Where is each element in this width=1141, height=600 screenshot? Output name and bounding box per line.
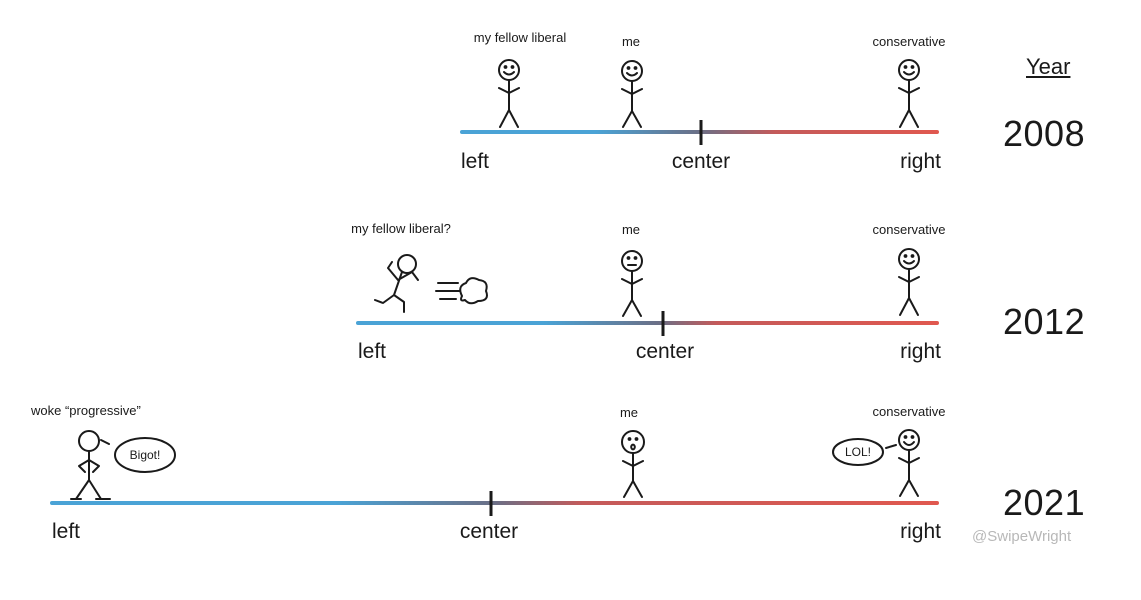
- speech-text-lol: LOL!: [844, 445, 872, 459]
- label-conservative-2012: conservative: [872, 222, 946, 237]
- label-liberal-2008: my fellow liberal: [473, 30, 567, 45]
- axis-left-2008: left: [461, 150, 490, 173]
- axis-center-2021: center: [459, 520, 519, 543]
- axis-left-2021: left: [52, 520, 81, 543]
- year-2012: 2012: [1003, 301, 1086, 342]
- stick-figure-conservative-2008: [898, 59, 920, 128]
- year-column-header: Year: [1026, 54, 1071, 79]
- label-conservative-2021: conservative: [872, 404, 946, 419]
- axis-left-2012: left: [358, 340, 387, 363]
- label-me-2012: me: [621, 222, 641, 237]
- speech-tail-bigot: [100, 439, 110, 445]
- speech-text-bigot: Bigot!: [129, 448, 161, 462]
- axis-right-2012: right: [900, 340, 941, 363]
- stick-figure-me-2021: [621, 430, 645, 498]
- running-stick-figure-2012: [374, 254, 419, 313]
- year-2021: 2021: [1003, 482, 1086, 523]
- label-liberal-2012: my fellow liberal?: [351, 221, 451, 236]
- stick-figure-progressive-2021: [70, 430, 111, 500]
- stick-figure-conservative-2012: [898, 248, 920, 316]
- stick-figure-liberal-2008: [498, 59, 520, 128]
- axis-right-2008: right: [900, 150, 941, 173]
- axis-center-2008: center: [671, 150, 731, 173]
- label-me-2008: me: [621, 34, 641, 49]
- watermark-credit: @SwipeWright: [972, 528, 1072, 545]
- dust-cloud-icon: [435, 277, 488, 305]
- label-conservative-2008: conservative: [872, 34, 946, 49]
- axis-right-2021: right: [900, 520, 941, 543]
- label-progressive-2021: woke “progressive”: [31, 403, 141, 418]
- stick-figure-conservative-2021: [898, 429, 920, 497]
- stick-figure-me-2012: [621, 250, 643, 317]
- speech-tail-lol: [885, 444, 897, 449]
- axis-center-2012: center: [635, 340, 695, 363]
- label-me-2021: me: [619, 405, 639, 420]
- speech-bubble-bigot: [114, 437, 176, 473]
- stick-figure-me-2008: [621, 60, 643, 128]
- year-2008: 2008: [1003, 113, 1086, 154]
- speech-bubble-lol: [832, 438, 884, 466]
